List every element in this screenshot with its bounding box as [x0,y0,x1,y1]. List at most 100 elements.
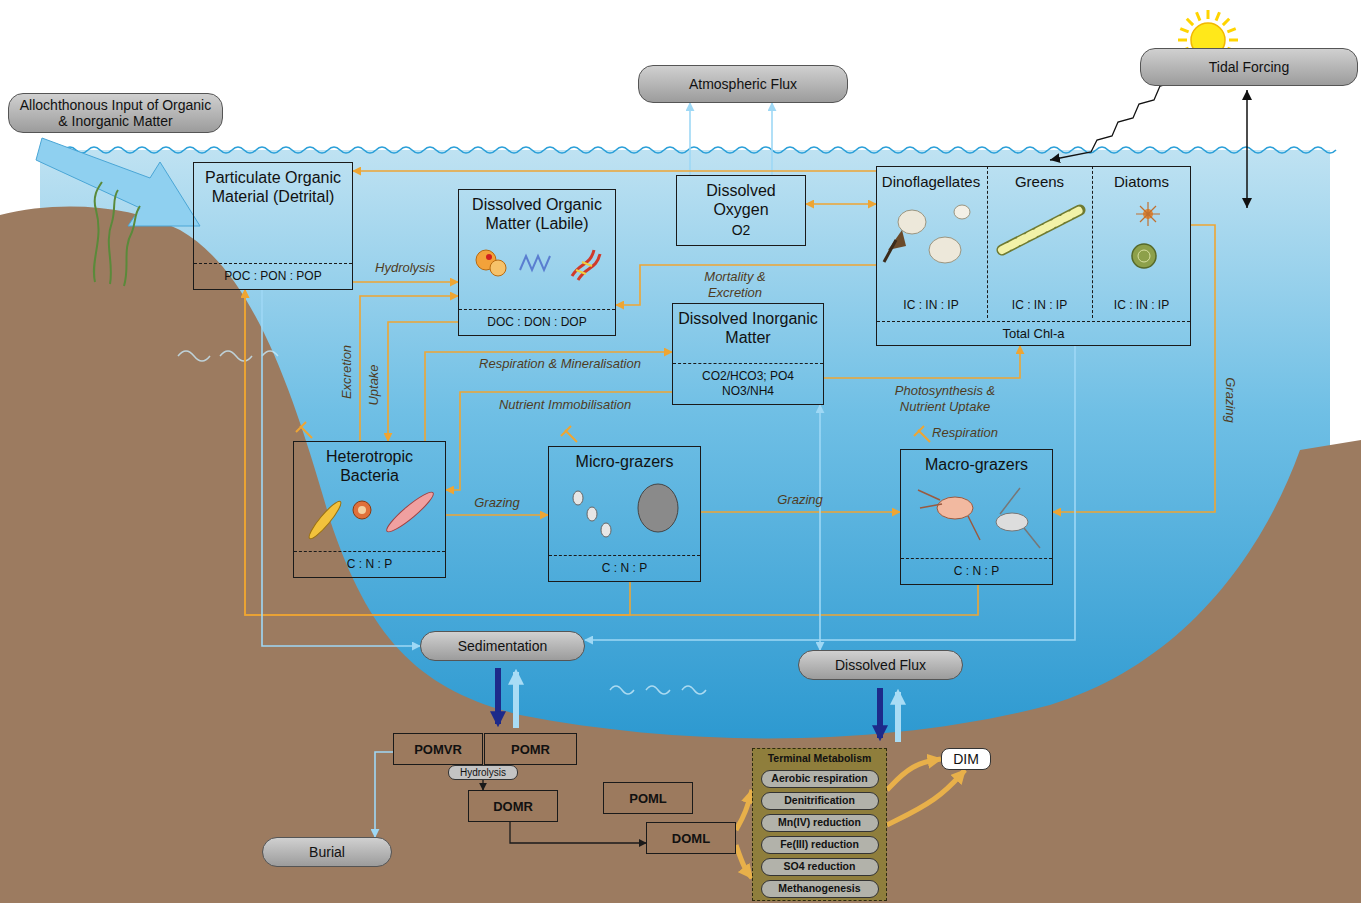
input-arrow [36,138,200,226]
flux-pill: Dissolved Flux [798,650,963,680]
water-surface [616,147,640,153]
node-title: DOMR [489,796,537,817]
sun [1197,12,1200,20]
connector-label: Hydrolysis [375,260,435,276]
water-surface [424,147,448,153]
compartment-box: Particulate Organic Material (Detrital)P… [193,162,353,290]
water-surface [448,147,472,153]
pathway-pill: Methanogenesis [761,880,879,898]
process-tag: Hydrolysis [448,765,518,780]
water-surface [856,147,880,153]
bacteria-icons [383,488,437,536]
node-title: Dinoflagellates [876,166,987,294]
connector-label: Grazing [777,492,823,508]
phytoplankton-group: Total Chl-a DinoflagellatesIC : IN : IPGr… [876,166,1191,346]
green-algae-icon [1002,210,1080,250]
node-title: Greens [988,166,1092,294]
water-surface [1048,147,1072,153]
water-surface [1240,147,1264,153]
micro-grazer-icons [573,491,583,505]
water-surface [712,147,736,153]
node-title: DIM [949,750,983,768]
sun [1229,39,1238,42]
node-detail: DOC : DON : DOP [459,309,615,335]
node-detail: POC : PON : POP [194,263,352,289]
bacteria-icons [306,498,345,541]
compartment-box: Dissolved Organic Matter (Labile)DOC : D… [458,189,616,336]
water-surface [232,147,256,153]
dom-icons [520,256,550,270]
node-title: Fe(III) reduction [778,838,861,851]
metabolic-flux-arrow [887,759,941,790]
node-title: POML [625,788,671,809]
flux-connector [771,103,773,175]
sediment-exchange-arrows [513,672,519,728]
flux-pill: Burial [262,837,392,867]
diatom-icons [1138,250,1150,262]
node-detail: IC : IN : IP [988,294,1092,318]
flux-connector [701,511,900,513]
swirls [178,351,706,694]
pathway-pill: Fe(III) reduction [761,836,879,854]
seaweed [94,182,140,286]
flux-connector [824,346,1020,378]
flux-connector [482,780,483,790]
flux-connector [446,514,548,516]
water-surface [1024,147,1048,153]
land [0,207,1361,903]
connector-label: Grazing [474,495,520,511]
terminal-metabolism-panel: Terminal MetabolismAerobic respirationDe… [752,748,887,901]
node-title: Macro-grazers [901,450,1052,558]
micro-grazer-icons [638,484,678,532]
phytoplankton-box: DiatomsIC : IN : IP [1093,166,1191,318]
node-title: Tidal Forcing [1199,56,1299,78]
node-detail: O2 [677,222,805,245]
pathway-pill: Mn(IV) reduction [761,814,879,832]
node-title: Dissolved Flux [825,654,936,676]
water-surface [520,147,544,153]
water-surface [256,147,280,153]
water-surface [136,147,160,153]
input-arrow [36,138,200,226]
water-surface [904,147,928,153]
node-title: Sedimentation [448,635,558,657]
node-title: Dissolved Oxygen [677,176,805,222]
seaweed [124,206,140,286]
dom-icons [486,254,492,260]
node-title: Mn(IV) reduction [776,816,863,829]
flux-connector [616,265,876,305]
water-surface [784,147,808,153]
node-title: Terminal Metabolism [753,749,886,767]
water-surface [208,147,232,153]
water-surface [1096,147,1120,153]
node-title: Total Chl-a [877,321,1190,345]
respiration-symbols [296,422,930,442]
sediment-pool-box: DOMR [468,790,558,822]
flux-pill: Tidal Forcing [1140,48,1358,86]
water-surface [112,147,136,153]
compartment-box: Dissolved OxygenO2 [676,175,806,246]
compartment-box: Dissolved Inorganic MatterCO2/HCO3; PO4 … [672,303,824,405]
water-surface [928,147,952,153]
macro-grazer-icons [918,488,1040,548]
water-surface [1120,147,1144,153]
water-surface [352,147,376,153]
node-title: Aerobic respiration [769,772,869,785]
sun [1216,12,1219,20]
water-surface [304,147,328,153]
node-title: Burial [299,841,355,863]
water-surface [952,147,976,153]
water-surface [472,147,496,153]
flux-connector [245,290,978,615]
sediment-exchange-arrows [495,668,501,724]
flux-pill: Allochthonous Input of Organic & Inorgan… [8,93,223,133]
sediment-pool-box: POMVR [393,733,483,765]
bacteria-icons [358,506,366,514]
node-title: SO4 reduction [782,860,858,873]
node-detail: C : N : P [549,555,700,581]
micro-grazer-icons [601,523,611,537]
connector-label: Respiration & Mineralisation [479,356,641,372]
flux-connector [806,203,876,205]
water-surface [376,147,400,153]
